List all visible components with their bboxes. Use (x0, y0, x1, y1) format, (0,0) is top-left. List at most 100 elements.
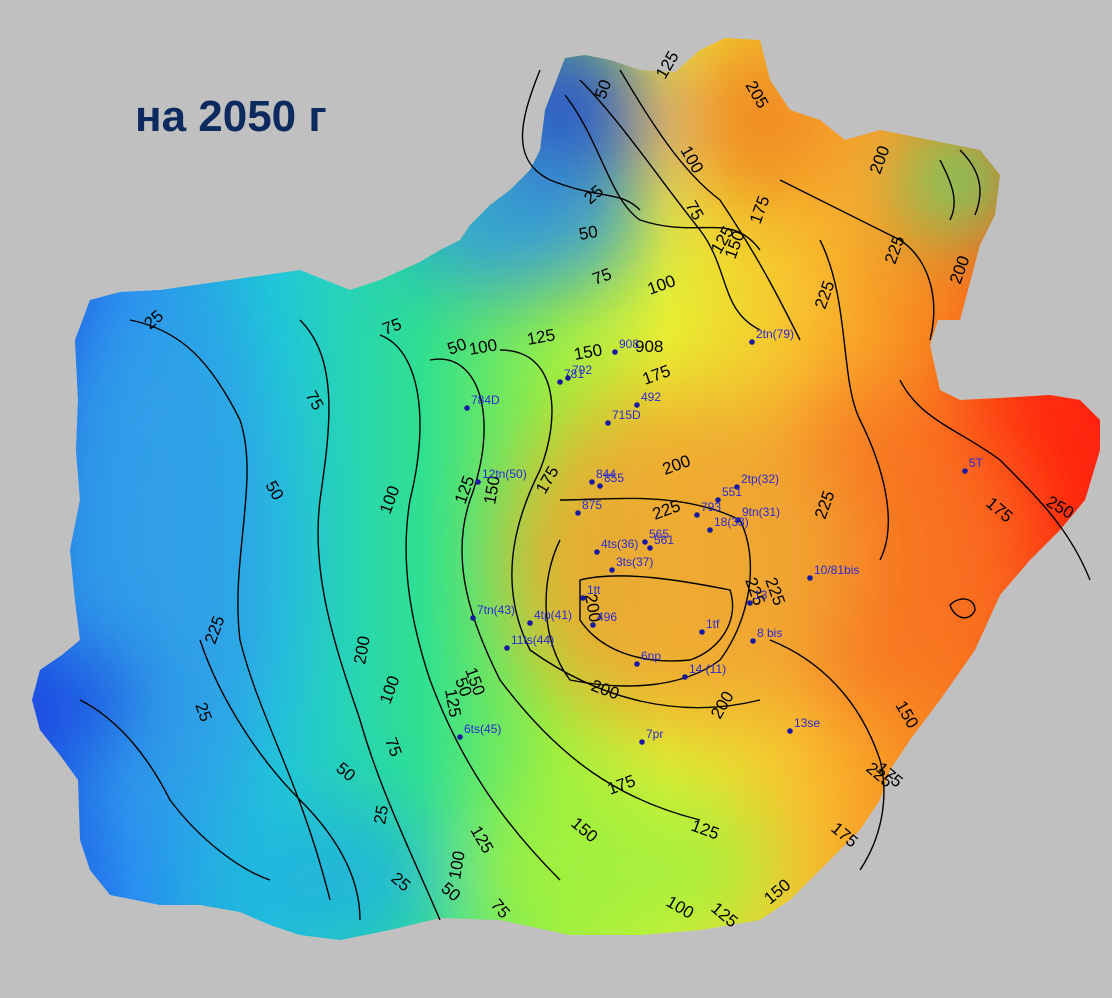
well-marker: 496 (590, 610, 617, 628)
well-label: 561 (654, 533, 674, 547)
well-label: 9tn(31) (742, 505, 780, 519)
well-label: 18(33) (714, 515, 749, 529)
well-dot (527, 620, 533, 626)
well-label: 3ts(37) (616, 555, 653, 569)
well-dot (642, 539, 648, 545)
well-label: 12tn(50) (482, 467, 527, 481)
well-label: 4ts(36) (601, 537, 638, 551)
map-title: на 2050 г (135, 92, 327, 141)
well-marker: 3ts(37) (609, 555, 653, 573)
well-label: 784D (471, 393, 500, 407)
well-dot (750, 638, 756, 644)
well-label: 1tf (706, 617, 720, 631)
contour-label: 200 (581, 592, 605, 623)
well-marker: 561 (647, 533, 674, 551)
well-label: 492 (641, 390, 661, 404)
well-dot (605, 420, 611, 426)
well-label: 875 (582, 498, 602, 512)
well-dot (589, 479, 595, 485)
well-label: 793 (701, 500, 721, 514)
well-marker: 6ts(45) (457, 722, 501, 740)
well-marker: 844 (589, 467, 616, 485)
well-label: 6ts(45) (464, 722, 501, 736)
well-dot (749, 339, 755, 345)
well-marker: 855 (597, 471, 624, 489)
well-dot (962, 468, 968, 474)
contour-label: 100 (445, 849, 469, 880)
well-label: 565 (649, 527, 669, 541)
well-marker: 6np (634, 649, 661, 667)
well-dot (647, 545, 653, 551)
well-label: 8 bis (757, 626, 782, 640)
well-marker: 11ts(44) (504, 633, 554, 651)
well-marker: 551 (715, 485, 742, 503)
well-dot (747, 600, 753, 606)
well-dot (634, 402, 640, 408)
contour-label: 25 (370, 804, 392, 826)
well-dot (565, 375, 571, 381)
well-marker: 784D (464, 393, 500, 411)
well-label: 5T (969, 456, 984, 470)
well-label: 6np (641, 649, 661, 663)
well-label: 7pr (646, 727, 663, 741)
well-marker: 2tn(79) (749, 327, 794, 345)
well-label: 715D (612, 408, 641, 422)
well-marker: 4ts(36) (594, 537, 638, 555)
well-label: 1tt (587, 583, 601, 597)
well-dot (787, 728, 793, 734)
well-label: 14 (11) (689, 662, 726, 676)
well-dot (634, 661, 640, 667)
well-label: 13se (794, 716, 820, 730)
well-dot (457, 734, 463, 740)
contour-label: 125 (441, 687, 465, 718)
well-dot (575, 510, 581, 516)
well-marker: 715D (605, 408, 641, 426)
well-marker: 10/81bis (807, 563, 859, 581)
well-marker: 793 (694, 500, 721, 518)
well-marker: 1tt (580, 583, 601, 601)
well-dot (504, 645, 510, 651)
well-label: 551 (722, 485, 742, 499)
well-marker: 5T (962, 456, 984, 474)
contour-label: 50 (577, 222, 599, 244)
well-marker: 4tp(41) (527, 608, 572, 626)
well-marker: 565 (642, 527, 669, 545)
well-marker: 9tn(31) (735, 505, 780, 523)
contour-label: 150 (572, 340, 603, 364)
well-dot (694, 512, 700, 518)
well-dot (807, 575, 813, 581)
well-dot (735, 517, 741, 523)
well-marker: 792 (565, 363, 592, 381)
well-marker: 2tp(32) (734, 472, 779, 490)
well-dot (734, 484, 740, 490)
well-label: 792 (572, 363, 592, 377)
well-dot (470, 615, 476, 621)
well-marker: 13se (787, 716, 820, 734)
well-dot (590, 622, 596, 628)
contour-label: 150 (480, 474, 504, 505)
well-dot (699, 629, 705, 635)
well-label: 844 (596, 467, 616, 481)
well-marker: 875 (575, 498, 602, 516)
contour-label: 200 (350, 634, 374, 665)
contour-label: 100 (467, 335, 498, 359)
well-marker: 7tn(43) (470, 603, 515, 621)
well-label: 10/81bis (814, 563, 859, 577)
well-dot (609, 567, 615, 573)
contour-lines (79, 69, 1091, 921)
well-label: 855 (604, 471, 624, 485)
well-dot (639, 739, 645, 745)
well-dot (580, 595, 586, 601)
well-marker: 8 bis (750, 626, 782, 644)
well-marker: 18(33) (707, 515, 749, 533)
well-marker: 1tf (699, 617, 720, 635)
well-dot (464, 405, 470, 411)
well-label: 2tn(79) (756, 327, 794, 341)
well-marker: 12tn(50) (475, 467, 527, 485)
well-marker: 14 (11) (682, 662, 726, 680)
well-marker: 13 (747, 588, 768, 606)
